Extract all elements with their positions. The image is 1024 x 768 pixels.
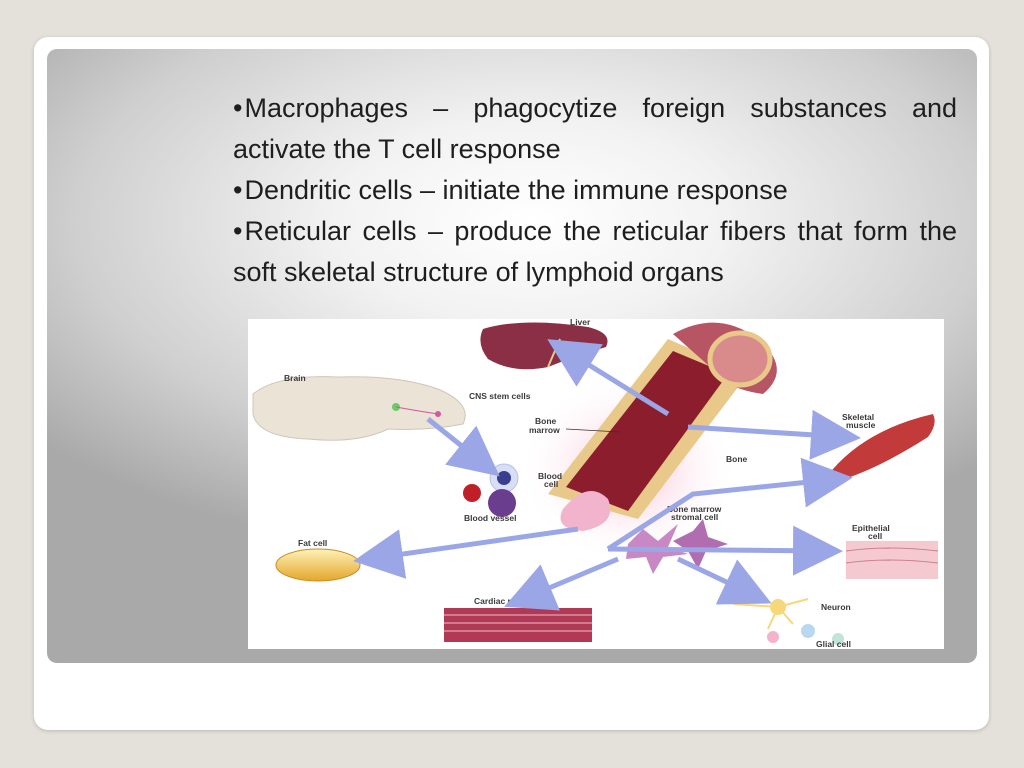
label-liver: Liver <box>570 319 591 327</box>
bullet-macrophages: •Macrophages – phagocytize foreign subst… <box>233 93 957 164</box>
brain-illustration <box>252 376 466 441</box>
label-blood-cell-1: Blood <box>538 471 562 481</box>
label-stromal-2: stromal cell <box>671 512 718 522</box>
label-blood-vessel: Blood vessel <box>464 513 516 523</box>
label-epithelial-2: cell <box>868 531 882 541</box>
label-blood-cell-2: cell <box>544 479 558 489</box>
label-neuron: Neuron <box>821 602 851 612</box>
differentiation-arrows <box>353 339 861 611</box>
label-brain: Brain <box>284 373 306 383</box>
bone-illustration <box>548 322 777 519</box>
epithelial-illustration <box>845 541 939 579</box>
label-epithelial-1: Epithelial <box>852 523 890 533</box>
label-bone-marrow-1: Bone <box>535 416 557 426</box>
arrow-to-epithelial <box>607 525 843 576</box>
bullet-reticular-cells: •Reticular cells – produce the reticular… <box>233 216 957 287</box>
arrow-to-cardiac <box>504 556 619 611</box>
label-bone-marrow-2: marrow <box>529 425 560 435</box>
arrow-to-fat-cell <box>353 526 579 579</box>
arrow-brain-to-blood <box>426 417 500 477</box>
arrow-to-liver <box>547 339 670 417</box>
neuron-glial-illustration <box>732 598 844 645</box>
label-cns-stem-cells: CNS stem cells <box>469 391 531 401</box>
bullet-dendritic-cells: •Dendritic cells – initiate the immune r… <box>233 175 788 205</box>
arrow-to-neuron <box>676 556 772 605</box>
cardiac-muscle-illustration <box>444 608 592 642</box>
label-stromal-1: Bone marrow <box>667 504 722 514</box>
bullet-list: •Macrophages – phagocytize foreign subst… <box>233 88 957 293</box>
fat-cell-illustration <box>275 548 361 582</box>
skeletal-muscle-illustration <box>830 414 935 481</box>
blood-cells-illustration <box>463 463 519 517</box>
label-skeletal-2: muscle <box>846 420 876 430</box>
marrow-pointer <box>565 428 621 433</box>
arrow-to-skeletal-muscle <box>687 409 861 460</box>
stem-cell-diagram: Liver Brain CNS stem cells Bone marrow B… <box>248 319 944 649</box>
label-bone: Bone <box>726 454 748 464</box>
label-glial-cell: Glial cell <box>816 639 851 649</box>
diagram-svg: Liver Brain CNS stem cells Bone marrow B… <box>252 319 939 649</box>
arrow-to-skeletal-lower <box>606 457 853 552</box>
label-fat-cell: Fat cell <box>298 538 327 548</box>
